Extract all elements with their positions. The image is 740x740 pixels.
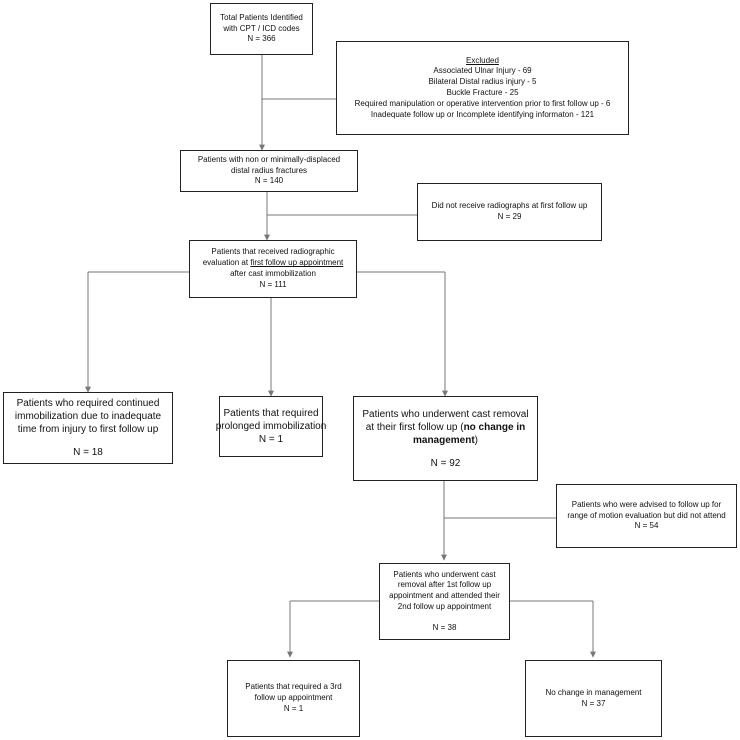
box-radiographic-evaluation: Patients that received radiographic eval… xyxy=(189,240,357,298)
box-nondisplaced: Patients with non or minimally-displaced… xyxy=(180,150,358,192)
third-count: N = 1 xyxy=(283,703,304,713)
nondisplaced-line2: distal radius fractures xyxy=(230,165,308,175)
excluded-item: Bilateral Distal radius injury - 5 xyxy=(428,77,537,87)
box-continued-immobilization: Patients who required continued immobili… xyxy=(3,392,173,464)
radiographic-count: N = 111 xyxy=(259,279,287,289)
total-count: N = 366 xyxy=(247,34,276,44)
cast-removal-line3-a: management xyxy=(412,434,475,446)
no-change-count: N = 37 xyxy=(581,698,606,708)
continued-line3: time from injury to first follow up xyxy=(17,424,159,435)
second-line3: appointment and attended their xyxy=(389,591,500,601)
advised-line1: Patients who were advised to follow up f… xyxy=(571,499,722,509)
second-line1: Patients who underwent cast xyxy=(393,569,496,579)
prolonged-line1: Patients that required xyxy=(223,408,319,419)
radiographic-line2-a: evaluation at xyxy=(202,258,251,268)
box-cast-removal: Patients who underwent cast removal at t… xyxy=(353,396,538,481)
second-line4: 2nd follow up appointment xyxy=(397,601,492,611)
cast-removal-line3-b: ) xyxy=(474,434,479,446)
excluded-item: Required manipulation or operative inter… xyxy=(354,98,611,108)
radiographic-line1: Patients that received radiographic xyxy=(211,247,335,257)
advised-count: N = 54 xyxy=(634,521,659,531)
box-second-followup: Patients who underwent cast removal afte… xyxy=(379,563,510,640)
excluded-title: Excluded xyxy=(466,55,499,65)
cast-removal-count: N = 92 xyxy=(430,457,461,469)
advised-line2: range of motion evaluation but did not a… xyxy=(567,510,726,520)
excluded-item: Inadequate follow up or Incomplete ident… xyxy=(370,109,595,119)
prolonged-line2: prolonged immobilization xyxy=(215,421,327,432)
nondisplaced-line1: Patients with non or minimally-displaced xyxy=(197,154,341,164)
box-advised-no-attend: Patients who were advised to follow up f… xyxy=(556,484,737,548)
no-radiographs-count: N = 29 xyxy=(497,212,522,221)
excluded-item: Buckle Fracture - 25 xyxy=(446,88,519,97)
second-count: N = 38 xyxy=(432,622,457,632)
continued-count: N = 18 xyxy=(73,447,103,458)
total-line1: Total Patients Identified xyxy=(220,12,303,22)
cast-removal-line2: at their first follow up (no change in xyxy=(366,421,525,434)
box-prolonged-immobilization: Patients that required prolonged immobil… xyxy=(216,396,326,457)
radiographic-line2: evaluation at first follow up appointmen… xyxy=(203,258,344,269)
radiographic-line3: after cast immobilization xyxy=(230,269,316,278)
cast-removal-line2-b: no change in xyxy=(463,421,526,433)
continued-line2: immobilization due to inadequate xyxy=(14,411,162,422)
cast-removal-line3: management) xyxy=(413,434,478,447)
cast-removal-line1: Patients who underwent cast removal xyxy=(362,408,529,420)
box-no-radiographs: Did not receive radiographs at first fol… xyxy=(417,183,602,241)
box-total-patients: Total Patients Identified with CPT / ICD… xyxy=(210,3,313,55)
prolonged-count: N = 1 xyxy=(258,434,284,445)
excluded-item: Associated Ulnar Injury - 69 xyxy=(433,66,532,76)
total-line2: with CPT / ICD codes xyxy=(223,23,300,33)
box-excluded: Excluded Associated Ulnar Injury - 69 Bi… xyxy=(336,41,629,135)
nondisplaced-count: N = 140 xyxy=(254,176,284,186)
cast-removal-line2-a: at their first follow up ( xyxy=(365,421,464,433)
no-radiographs-line1: Did not receive radiographs at first fol… xyxy=(431,201,588,211)
third-line2: follow up appointment xyxy=(254,693,333,703)
radiographic-line2-b: first follow up appointment xyxy=(250,258,344,268)
box-third-appointment: Patients that required a 3rd follow up a… xyxy=(227,660,360,737)
box-no-change: No change in management N = 37 xyxy=(525,660,662,737)
no-change-line1: No change in management xyxy=(545,687,642,697)
continued-line1: Patients who required continued xyxy=(16,398,160,409)
second-line2: removal after 1st follow up xyxy=(397,580,492,590)
third-line1: Patients that required a 3rd xyxy=(245,682,342,692)
